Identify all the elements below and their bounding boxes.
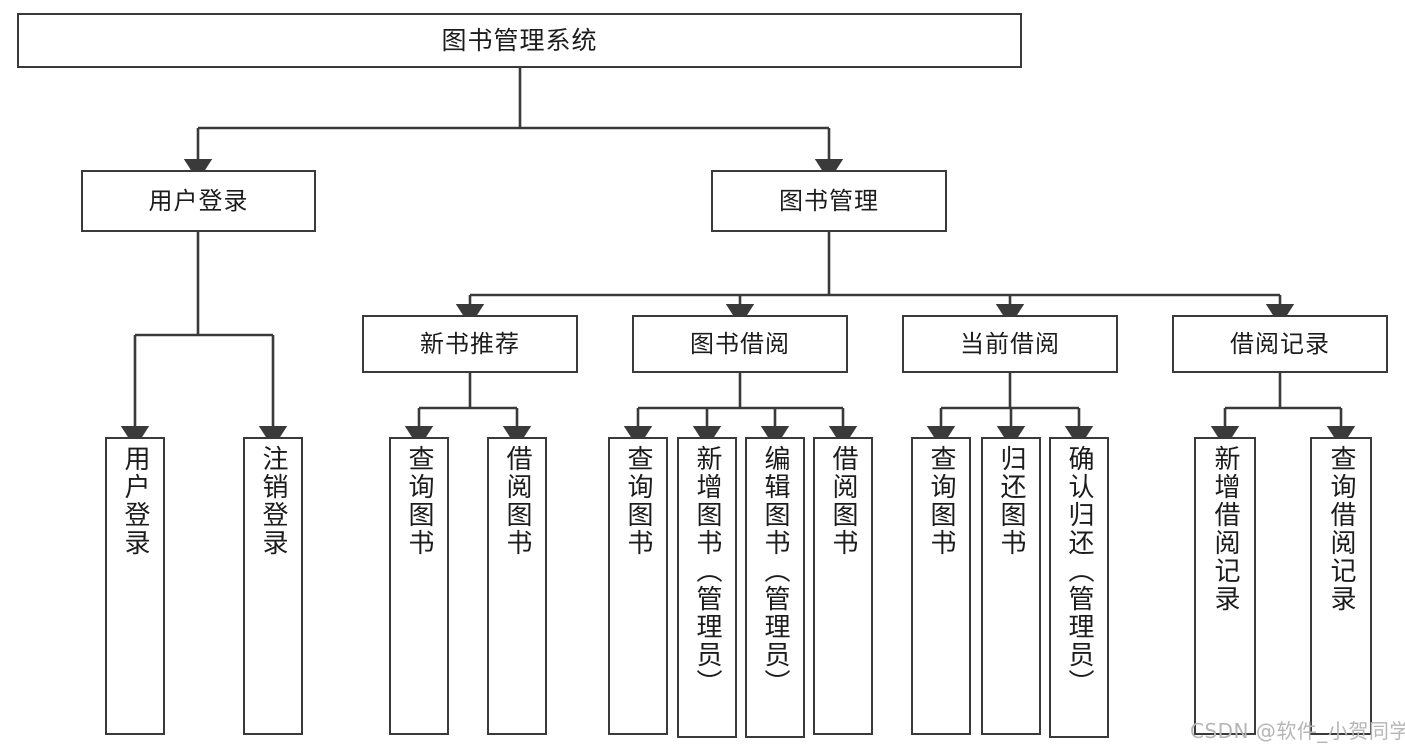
- node-add-borrow-record-label: 新增借阅记录: [1210, 445, 1240, 613]
- node-user-login-leaf-label: 用户登录: [120, 445, 150, 557]
- node-edit-book-admin[interactable]: 编辑图书（管理员）: [745, 437, 805, 738]
- node-query-book-2[interactable]: 查询图书: [608, 437, 668, 735]
- node-query-borrow-record[interactable]: 查询借阅记录: [1310, 437, 1372, 735]
- node-new-book-recommend[interactable]: 新书推荐: [362, 315, 578, 373]
- node-book-borrow[interactable]: 图书借阅: [632, 315, 848, 373]
- node-logout-leaf-label: 注销登录: [258, 445, 288, 557]
- node-root-label: 图书管理系统: [441, 25, 598, 55]
- node-root[interactable]: 图书管理系统: [17, 13, 1022, 68]
- node-book-management[interactable]: 图书管理: [711, 170, 947, 232]
- node-book-management-label: 图书管理: [779, 186, 879, 215]
- node-borrow-book-1-label: 借阅图书: [502, 445, 532, 557]
- node-new-book-recommend-label: 新书推荐: [420, 329, 520, 358]
- node-borrow-book-2-label: 借阅图书: [828, 445, 858, 557]
- node-query-book-1-label: 查询图书: [404, 445, 434, 557]
- node-edit-book-admin-label: 编辑图书（管理员）: [760, 445, 790, 697]
- node-logout-leaf[interactable]: 注销登录: [243, 437, 303, 735]
- node-borrow-record[interactable]: 借阅记录: [1172, 315, 1388, 373]
- node-user-login-leaf[interactable]: 用户登录: [105, 437, 165, 735]
- node-add-borrow-record[interactable]: 新增借阅记录: [1194, 437, 1256, 735]
- csdn-watermark: CSDN @软件_小贺同学: [1190, 719, 1405, 743]
- node-return-book[interactable]: 归还图书: [981, 437, 1041, 735]
- node-add-book-admin-label: 新增图书（管理员）: [692, 445, 722, 697]
- node-book-borrow-label: 图书借阅: [690, 329, 790, 358]
- node-add-book-admin[interactable]: 新增图书（管理员）: [677, 437, 737, 738]
- node-current-borrow[interactable]: 当前借阅: [902, 315, 1118, 373]
- node-query-book-3[interactable]: 查询图书: [911, 437, 971, 735]
- node-query-borrow-record-label: 查询借阅记录: [1326, 445, 1356, 613]
- node-query-book-3-label: 查询图书: [926, 445, 956, 557]
- node-confirm-return-admin-label: 确认归还（管理员）: [1064, 445, 1094, 697]
- node-borrow-record-label: 借阅记录: [1230, 329, 1330, 358]
- node-user-login[interactable]: 用户登录: [81, 170, 316, 232]
- node-query-book-2-label: 查询图书: [623, 445, 653, 557]
- node-borrow-book-2[interactable]: 借阅图书: [813, 437, 873, 735]
- node-confirm-return-admin[interactable]: 确认归还（管理员）: [1049, 437, 1109, 738]
- node-borrow-book-1[interactable]: 借阅图书: [487, 437, 547, 735]
- node-current-borrow-label: 当前借阅: [960, 329, 1060, 358]
- node-return-book-label: 归还图书: [996, 445, 1026, 557]
- node-query-book-1[interactable]: 查询图书: [389, 437, 449, 735]
- node-user-login-label: 用户登录: [148, 186, 249, 215]
